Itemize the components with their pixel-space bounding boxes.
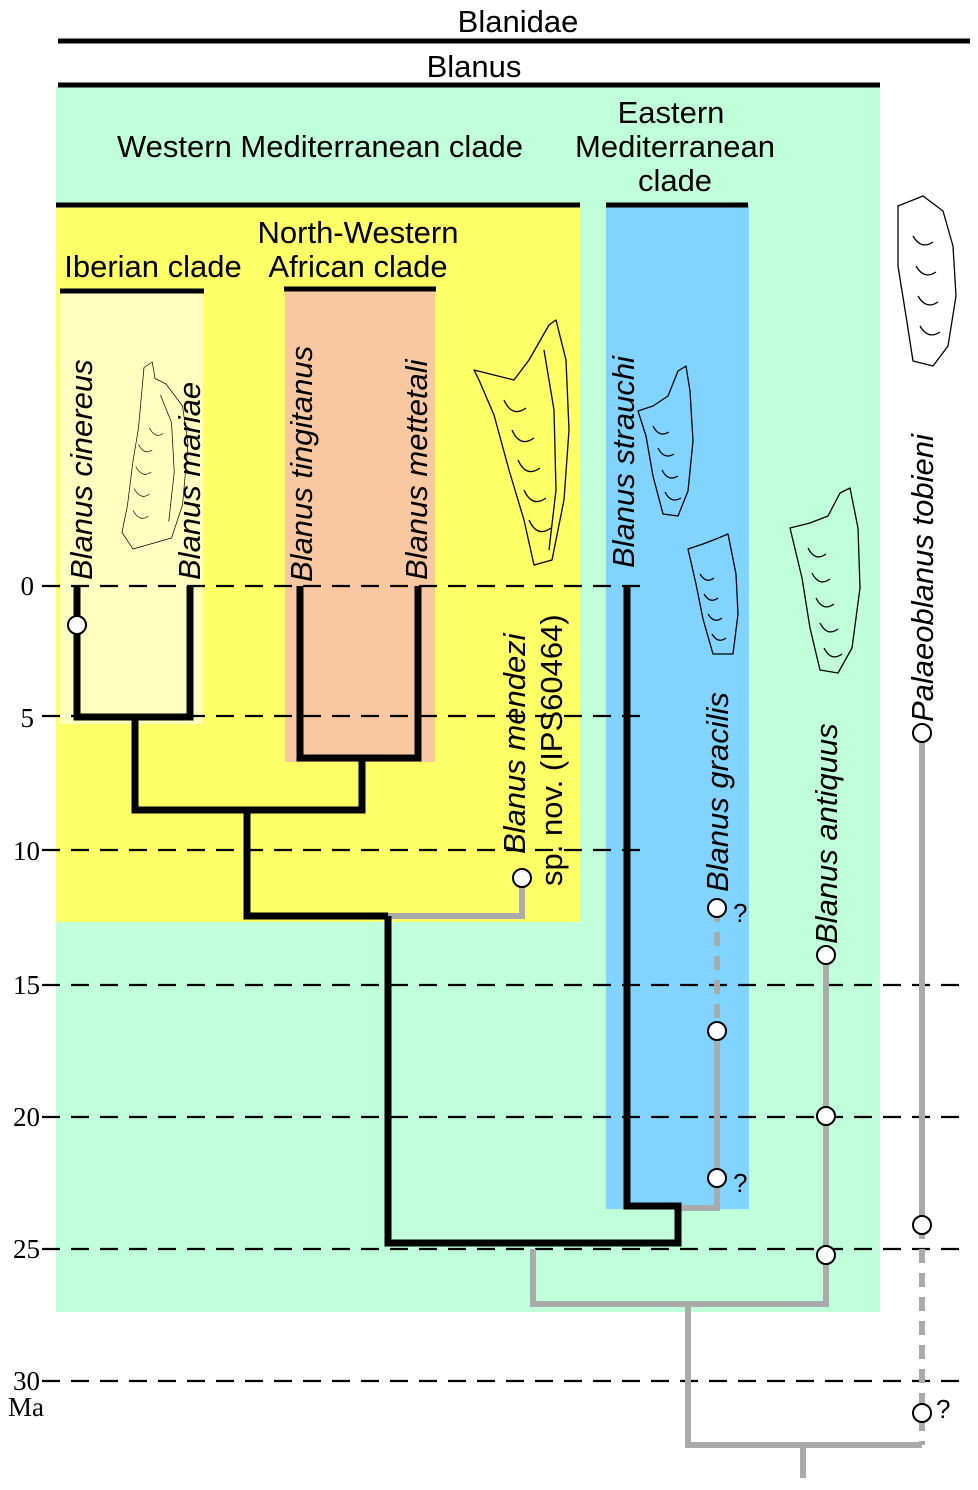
tick-20: 20 [13,1102,40,1132]
fossil-branches [388,733,925,1478]
antiquus-jaw-drawing [789,487,861,674]
blanidae-label: Blanidae [458,4,579,39]
taxon-palaeoblanus-tobieni: Palaeoblanus tobieni [905,433,940,722]
tick-15: 15 [13,970,40,1000]
iberian-clade-box [60,290,203,724]
crown-node [384,586,682,1247]
mendezi-branch [388,878,525,919]
gracilis-uncertain-top: ? [733,898,747,928]
taxon-blanus-gracilis: Blanus gracilis [700,692,735,892]
taxon-blanus-cinereus: Blanus cinereus [64,359,99,580]
gracilis-fossil-point-1 [707,898,727,918]
taxon-blanus-antiquus: Blanus antiquus [809,723,844,944]
mendezi-fossil-point [512,868,532,888]
antiquus-fossil-point-3 [816,1245,836,1265]
taxon-blanus-mendezi: Blanus mendezi [497,632,532,854]
taxon-blanus-mariae: Blanus mariae [172,382,207,580]
time-unit-label: Ma [8,1392,44,1422]
nw-african-clade-label-line1: North-Western [258,215,459,250]
eastern-clade-label-line3: clade [638,163,712,198]
antiquus-fossil-point-2 [816,1106,836,1126]
tobieni-jaw-drawing [897,195,957,367]
tobieni-fossil-point-1 [912,723,932,743]
western-clade-label: Western Mediterranean clade [117,129,523,164]
gracilis-jaw-drawing [687,533,739,655]
antiquus-node-branch [530,955,829,1307]
tick-30: 30 [13,1366,40,1396]
mendezi-jaw-drawing [473,319,570,566]
tobieni-uncertain: ? [936,1394,950,1424]
tick-5: 5 [21,703,35,733]
gracilis-fossil-point-2 [707,1021,727,1041]
nw-african-clade-label-line2: African clade [268,249,447,284]
tobieni-fossil-point-2 [912,1215,932,1235]
eastern-clade-label-line2: Mediterranean [575,129,775,164]
taxon-blanus-mettetali: Blanus mettetali [399,358,434,580]
tick-10: 10 [13,836,40,866]
fossil-occurrences [67,615,932,1423]
taxon-mendezi-spnov: sp. nov. (IPS60464) [534,614,569,886]
palaeoblanus-node-branch [685,1304,922,1448]
blanus-label: Blanus [427,49,522,84]
mendezi-node [243,810,388,920]
iberian-clade-label: Iberian clade [64,249,242,284]
cinereus-jaw-drawing [121,361,189,550]
eastern-clade-label-line1: Eastern [618,95,725,130]
gracilis-uncertain-bottom: ? [733,1168,747,1198]
taxon-blanus-tingitanus: Blanus tingitanus [284,346,319,582]
cinereus-fossil-point [67,615,87,635]
extant-branches [73,586,682,1247]
nw-african-clade-box [285,290,435,762]
tobieni-fossil-point-3 [912,1403,932,1423]
time-gridlines [42,584,970,1383]
tick-0: 0 [21,571,35,601]
antiquus-fossil-point-1 [816,945,836,965]
taxon-blanus-strauchi: Blanus strauchi [606,355,641,568]
tick-25: 25 [13,1234,40,1264]
gracilis-fossil-point-3 [707,1168,727,1188]
strauchi-jaw-drawing [637,365,694,517]
